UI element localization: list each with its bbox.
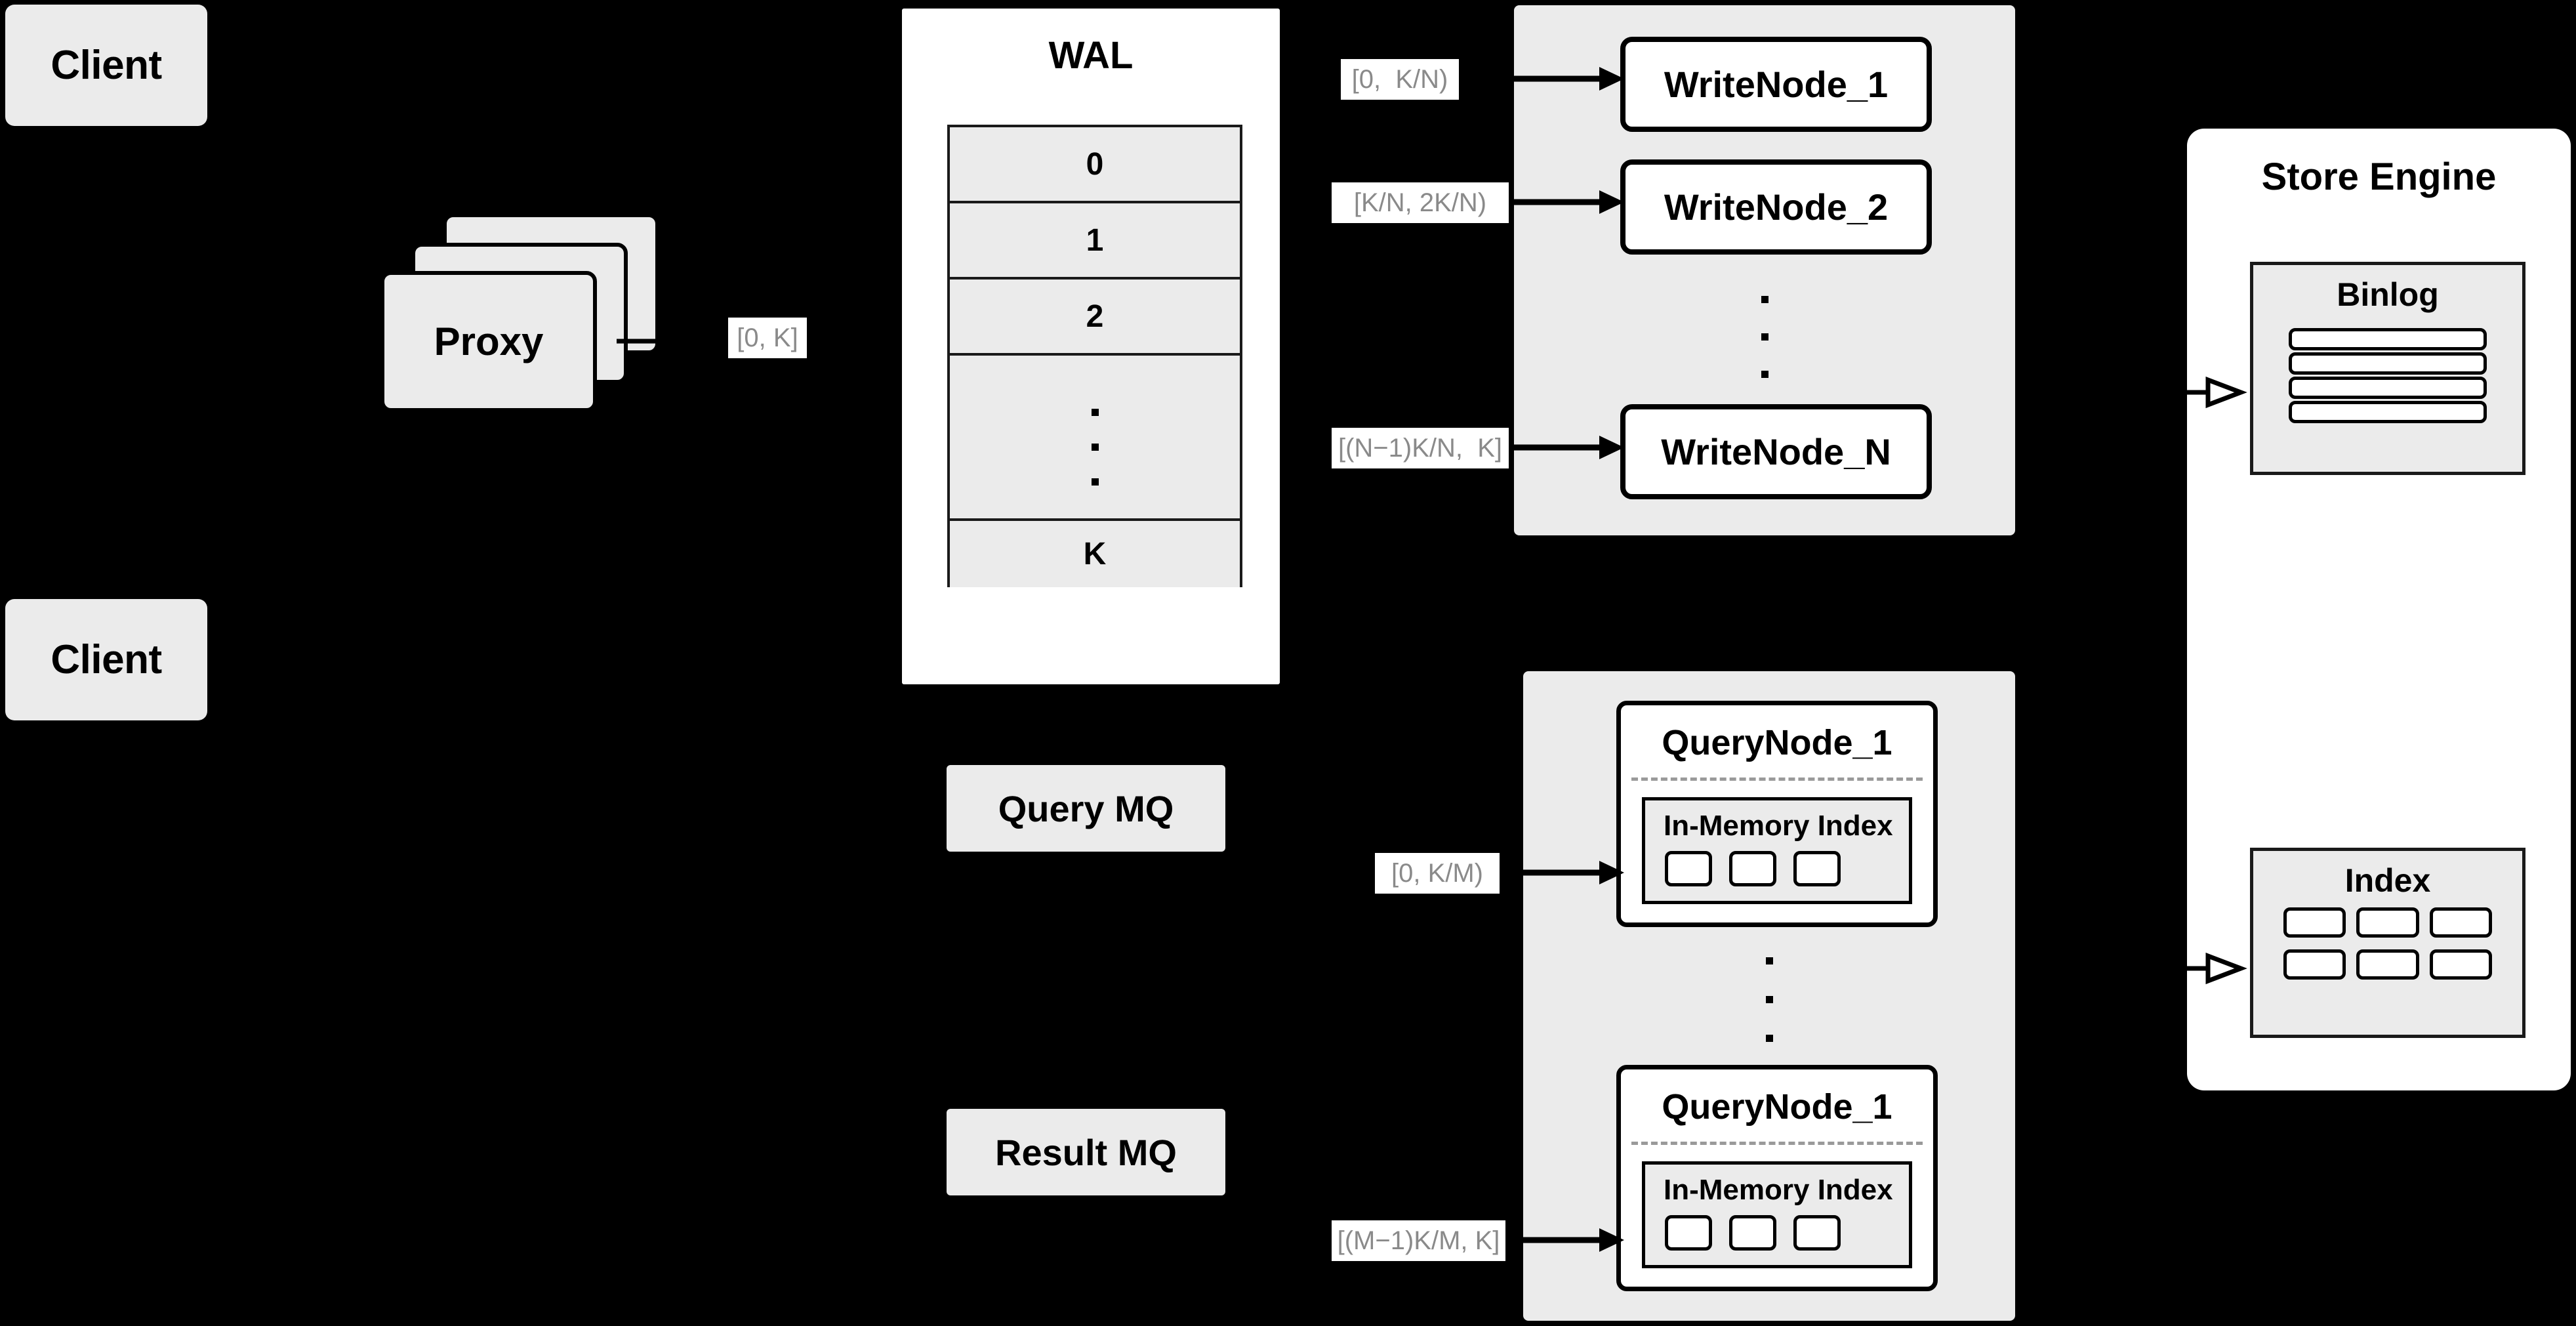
range-tag-write-node-1: [0, K/N) (1341, 59, 1459, 100)
write-node-2[interactable]: WriteNode_2 (1620, 159, 1932, 255)
wal-row-ellipsis (950, 356, 1240, 521)
wal-row-2: 2 (950, 280, 1240, 356)
in-memory-index-title-2: In-Memory Index (1664, 1174, 1893, 1206)
ellipsis-dot (1761, 295, 1768, 303)
index-title: Index (2344, 862, 2431, 899)
index-grid-cell (2429, 907, 2492, 938)
arrow-to-query-node-m (1509, 1228, 1624, 1252)
store-engine-title: Store Engine (2261, 155, 2497, 198)
wal-table: 0 1 2 K (947, 125, 1242, 587)
range-tag-proxy-to-wal: [0, K] (728, 318, 807, 358)
binlog-row (2289, 377, 2487, 399)
query-node-2-title: QueryNode_1 (1662, 1087, 1892, 1127)
index-cell (1665, 1215, 1712, 1251)
ellipsis-dot (1761, 370, 1768, 378)
in-memory-index-cells-1 (1665, 851, 1889, 886)
result-mq-box[interactable]: Result MQ (947, 1109, 1225, 1195)
wal-box: WAL 0 1 2 K (897, 4, 1284, 689)
query-node-2-divider (1631, 1142, 1923, 1145)
index-cell (1793, 851, 1841, 886)
in-memory-index-cells-2 (1665, 1215, 1889, 1251)
index-cell (1793, 1215, 1841, 1251)
binlog-title: Binlog (2337, 276, 2439, 313)
ellipsis-dot (1091, 408, 1099, 416)
write-node-2-label: WriteNode_2 (1664, 186, 1889, 228)
index-box: Index (2250, 848, 2525, 1038)
index-grid (2283, 907, 2492, 980)
client-box-2[interactable]: Client (5, 599, 207, 720)
query-node-2-in-memory-index: In-Memory Index (1642, 1161, 1912, 1268)
in-memory-index-title-1: In-Memory Index (1664, 810, 1893, 842)
range-tag-write-node-2: [K/N, 2K/N) (1332, 182, 1509, 223)
ellipsis-dot (1091, 443, 1099, 451)
index-grid-cell (2429, 949, 2492, 980)
client-label-2: Client (51, 637, 162, 682)
wal-row-1: 1 (950, 203, 1240, 280)
binlog-box: Binlog (2250, 262, 2525, 475)
arrow-to-binlog (2132, 376, 2247, 409)
query-mq-label: Query MQ (998, 787, 1174, 829)
store-engine-panel: Store Engine Binlog Index (2187, 129, 2571, 1090)
ellipsis-dot (1765, 995, 1773, 1003)
ellipsis-dot (1091, 478, 1099, 486)
query-node-1-in-memory-index: In-Memory Index (1642, 797, 1912, 904)
query-node-1[interactable]: QueryNode_1 In-Memory Index (1616, 701, 1938, 927)
query-mq-box[interactable]: Query MQ (947, 765, 1225, 852)
client-label-1: Client (51, 43, 162, 88)
query-node-container: QueryNode_1 In-Memory Index QueryNode_1 (1523, 671, 2015, 1321)
binlog-row (2289, 328, 2487, 350)
query-node-1-title: QueryNode_1 (1662, 723, 1892, 762)
ellipsis-dot (1765, 957, 1773, 964)
write-node-1[interactable]: WriteNode_1 (1620, 37, 1932, 132)
arrow-to-write-node-n (1509, 436, 1624, 459)
write-node-1-label: WriteNode_1 (1664, 64, 1889, 105)
arrow-to-write-node-2 (1509, 190, 1624, 214)
client-box-1[interactable]: Client (5, 5, 207, 126)
arrow-to-write-node-1 (1509, 67, 1624, 91)
proxy-stack[interactable]: Proxy (377, 213, 672, 436)
arrow-to-index (2132, 952, 2247, 985)
index-grid-cell (2283, 949, 2346, 980)
binlog-row (2289, 401, 2487, 423)
proxy-card-front[interactable]: Proxy (380, 271, 597, 412)
index-cell (1729, 1215, 1776, 1251)
wal-row-k: K (950, 521, 1240, 587)
wal-row-0: 0 (950, 127, 1240, 203)
ellipsis-dot (1761, 333, 1768, 341)
binlog-rows (2289, 328, 2487, 423)
range-tag-query-node-1: [0, K/M) (1375, 853, 1500, 894)
write-node-n[interactable]: WriteNode_N (1620, 404, 1932, 499)
query-node-1-divider (1631, 777, 1923, 781)
write-node-ellipsis (1514, 278, 2015, 396)
index-cell (1729, 851, 1776, 886)
arrow-to-query-node-1 (1509, 861, 1624, 884)
query-node-ellipsis (1523, 937, 2015, 1062)
range-tag-query-node-m: [(M−1)K/M, K] (1332, 1220, 1505, 1261)
ellipsis-dot (1765, 1034, 1773, 1042)
proxy-to-wal-connector (617, 339, 695, 344)
write-node-container: WriteNode_1 WriteNode_2 WriteNode_N (1514, 5, 2015, 535)
binlog-row (2289, 352, 2487, 375)
write-node-n-label: WriteNode_N (1661, 431, 1891, 472)
index-grid-cell (2356, 907, 2419, 938)
proxy-label: Proxy (434, 320, 544, 363)
result-mq-label: Result MQ (995, 1131, 1177, 1173)
index-cell (1665, 851, 1712, 886)
range-tag-write-node-n: [(N−1)K/N, K] (1332, 428, 1509, 468)
index-grid-cell (2283, 907, 2346, 938)
index-grid-cell (2356, 949, 2419, 980)
wal-title: WAL (1048, 34, 1134, 77)
query-node-2[interactable]: QueryNode_1 In-Memory Index (1616, 1065, 1938, 1291)
